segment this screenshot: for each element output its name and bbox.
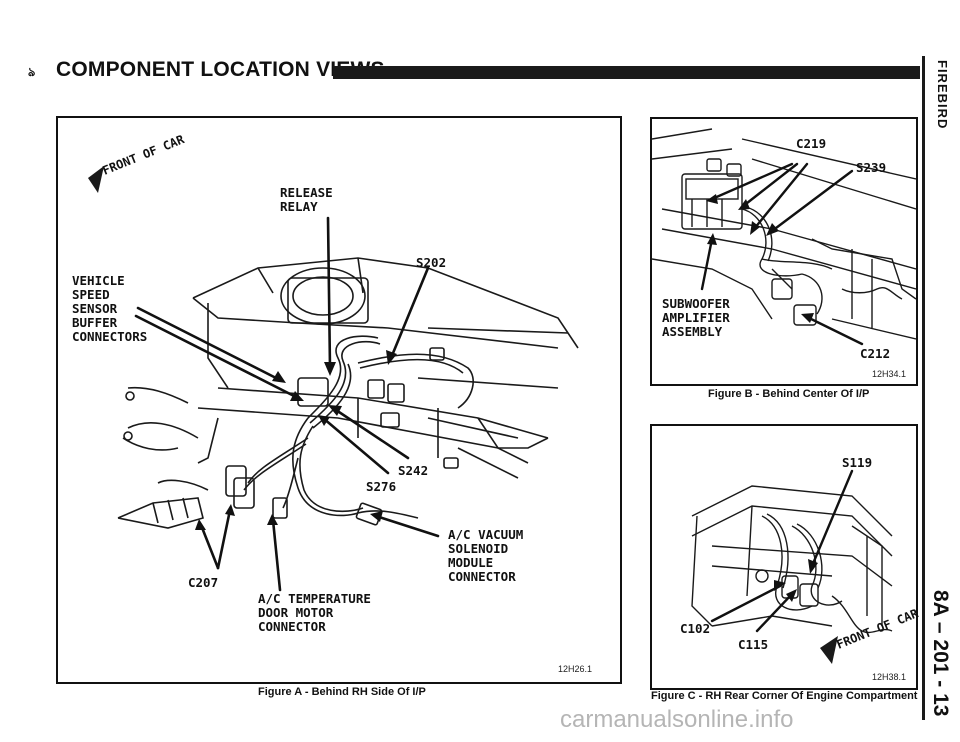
- figure-b-drawing: [652, 128, 916, 346]
- figure-a-front-arrow: [88, 166, 104, 193]
- figure-c-drawing: [691, 469, 893, 664]
- label-c115: C115: [738, 637, 769, 652]
- figure-a-caption: Figure A - Behind RH Side Of I/P: [258, 686, 426, 698]
- label-subwoofer-amplifier-assembly: SUBWOOFER AMPLIFIER ASSEMBLY: [662, 296, 730, 339]
- page-title: COMPONENT LOCATION VIEWS: [56, 58, 385, 81]
- figure-b: C219 S239 SUBWOOFER AMPLIFIER ASSEMBLY C…: [650, 117, 918, 386]
- figure-c: S119 C102 C115 FRONT OF CAR 12H38.1: [650, 424, 920, 690]
- label-s202: S202: [416, 255, 447, 270]
- figure-b-caption: Figure B - Behind Center Of I/P: [708, 388, 870, 400]
- side-page-number: 8A – 201 - 13: [929, 590, 952, 717]
- label-ac-temperature-door-motor-connector: A/C TEMPERATURE DOOR MOTOR CONNECTOR: [258, 591, 371, 634]
- figure-a: FRONT OF CAR RELEASE RELAY VEHICLE SPEED…: [56, 116, 622, 684]
- label-vehicle-speed-sensor-buffer-connectors: VEHICLE SPEED SENSOR BUFFER CONNECTORS: [72, 273, 148, 344]
- side-model-label: FIREBIRD: [935, 60, 950, 130]
- header-rule: [333, 66, 920, 79]
- page-header: ঌ COMPONENT LOCATION VIEWS: [28, 56, 920, 86]
- label-s119: S119: [842, 455, 873, 470]
- figure-c-caption: Figure C - RH Rear Corner Of Engine Comp…: [651, 690, 918, 702]
- label-c219: C219: [796, 136, 827, 151]
- side-rule: [922, 56, 925, 720]
- header-mark: ঌ: [28, 65, 36, 79]
- figure-c-ref: 12H38.1: [872, 672, 907, 682]
- figure-b-ref: 12H34.1: [872, 369, 907, 379]
- label-c207: C207: [188, 575, 219, 590]
- label-ac-vacuum-solenoid-module-connector: A/C VACUUM SOLENOID MODULE CONNECTOR: [448, 527, 524, 584]
- figure-a-ref: 12H26.1: [558, 664, 593, 674]
- label-s276: S276: [366, 479, 397, 494]
- label-s242: S242: [398, 463, 429, 478]
- figure-a-drawing: [88, 166, 579, 592]
- label-c212: C212: [860, 346, 891, 361]
- figure-c-front-arrow: [820, 636, 838, 664]
- watermark: carmanualsonline.info: [560, 706, 794, 733]
- label-s239: S239: [856, 160, 887, 175]
- label-c102: C102: [680, 621, 711, 636]
- label-release-relay: RELEASE RELAY: [280, 185, 333, 214]
